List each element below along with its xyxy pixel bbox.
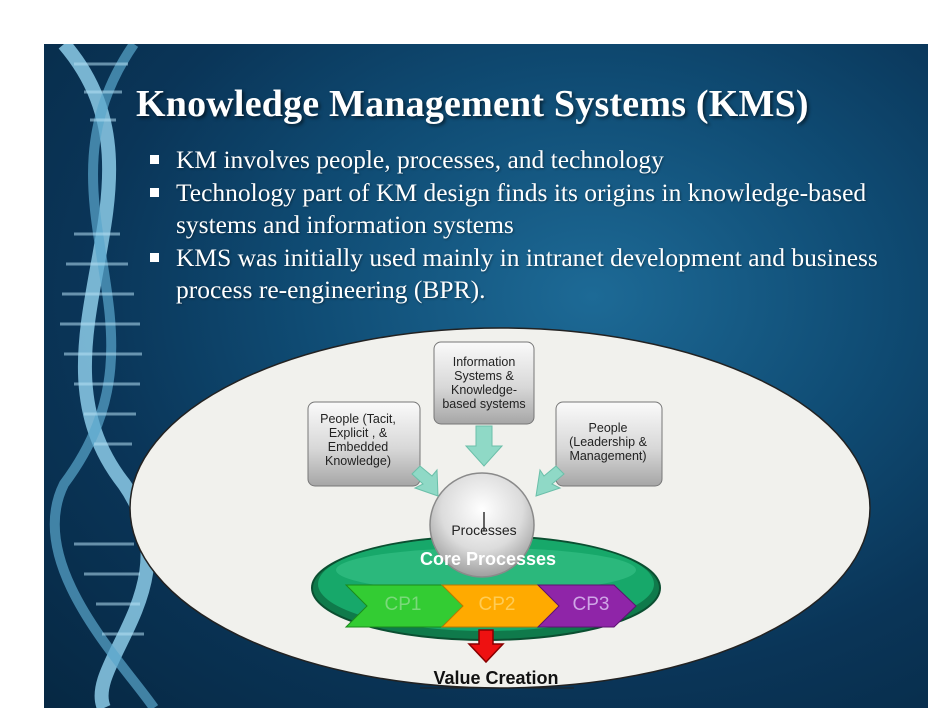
people-leadership-label: People (Leadership & Management) [558, 404, 658, 480]
cp3-label: CP3 [556, 592, 626, 618]
value-creation-label: Value Creation [414, 666, 578, 690]
info-systems-label: Information Systems & Knowledge-based sy… [434, 344, 534, 422]
processes-label: Processes [432, 520, 536, 540]
cp2-label: CP2 [462, 592, 532, 618]
cp1-label: CP1 [368, 592, 438, 618]
core-processes-label: Core Processes [396, 547, 580, 571]
people-tacit-label: People (Tacit, Explicit , & Embedded Kno… [308, 402, 408, 478]
